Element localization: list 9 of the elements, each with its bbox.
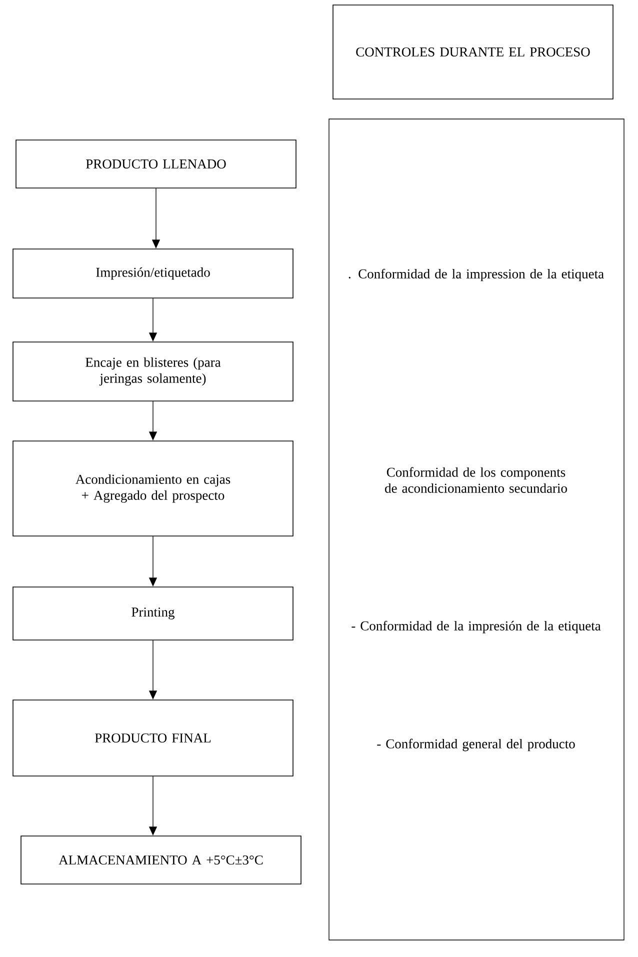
- control-panel: . Conformidad de la impression de la etiqueta Conformidad de los components de acondicionamiento secundario - Conformidad de la impresión de la etiqueta - Conformidad general del producto: [328, 118, 624, 940]
- process-box: ALMACENAMIENTO A +5°C±3°C: [20, 836, 302, 884]
- process-box: Printing: [12, 586, 294, 640]
- process-box: PRODUCTO FINAL: [12, 700, 294, 776]
- process-box: PRODUCTO LLENADO: [16, 140, 296, 188]
- process-box: Encaje en blisteres (para jeringas solamente): [12, 342, 294, 402]
- header-box: CONTROLES DURANTE EL PROCESO: [332, 4, 614, 100]
- process-box: Impresión/etiquetado: [12, 248, 294, 298]
- process-box: Acondicionamiento en cajas + Agregado del prospecto: [12, 440, 294, 536]
